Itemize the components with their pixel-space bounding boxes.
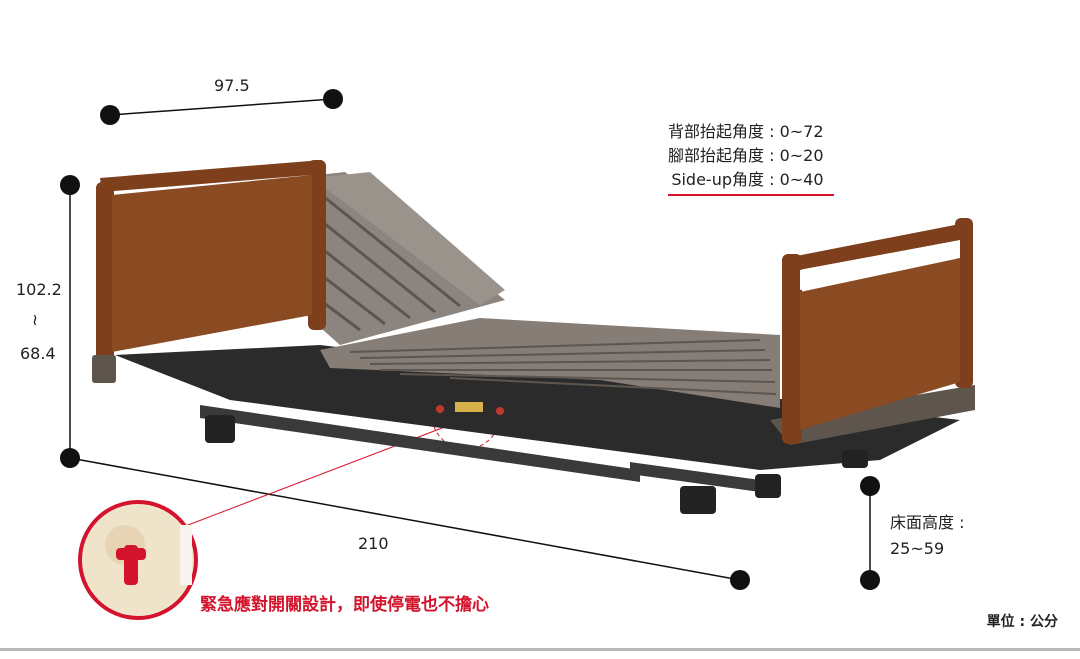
dimension-dot	[60, 175, 80, 195]
headboard-panel	[112, 175, 312, 352]
bed-height-label: 床面高度 :	[890, 513, 965, 532]
dimension-dot	[60, 448, 80, 468]
spec-underline	[668, 194, 834, 196]
emergency-switch	[455, 402, 483, 412]
width-dimension-line	[109, 98, 334, 116]
footboard-panel	[800, 258, 960, 430]
height-separator: ≀	[32, 310, 38, 329]
back-angle-spec: 背部抬起角度 : 0~72	[668, 122, 824, 141]
sideup-angle-spec: Side-up角度 : 0~40	[671, 170, 824, 189]
dimension-dot	[100, 105, 120, 125]
headboard-post	[96, 182, 114, 362]
dimension-dot	[860, 570, 880, 590]
leg-angle-spec: 腳部抬起角度 : 0~20	[668, 146, 824, 165]
foot	[680, 486, 716, 514]
foot	[842, 450, 868, 468]
footboard-post	[782, 254, 802, 444]
bed-height-value: 25~59	[890, 539, 945, 558]
foot	[205, 415, 235, 443]
dimension-dot	[323, 89, 343, 109]
angle-specs: 背部抬起角度 : 0~72 腳部抬起角度 : 0~20 Side-up角度 : …	[668, 120, 824, 192]
emergency-note: 緊急應對開關設計，即使停電也不擔心	[200, 595, 489, 615]
dimension-dot	[860, 476, 880, 496]
frame-side-rail	[770, 385, 975, 445]
unit-label: 單位 : 公分	[986, 614, 1058, 630]
height-max-label: 102.2	[16, 280, 62, 299]
dimension-dot	[730, 570, 750, 590]
length-label: 210	[358, 534, 389, 553]
length-dimension-line	[69, 457, 741, 581]
base-frame	[115, 345, 960, 470]
height-min-label: 68.4	[20, 344, 56, 363]
width-label: 97.5	[214, 76, 250, 95]
foot	[755, 474, 781, 498]
bed-height-spec: 床面高度 : 25~59	[890, 510, 964, 562]
bottom-divider	[0, 648, 1080, 651]
